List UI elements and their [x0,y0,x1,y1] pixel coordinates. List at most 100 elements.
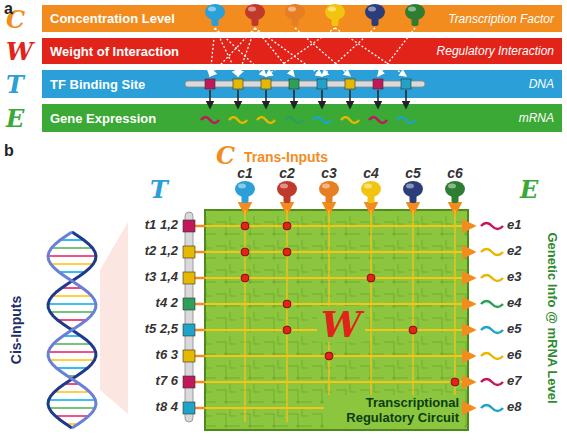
label: e6 [507,348,521,363]
binding-site [345,79,355,89]
tf-head [445,181,465,197]
label: c3 [321,165,337,181]
interaction-node [241,222,249,230]
base-pair [49,399,96,401]
output-arrow [468,355,474,358]
interaction-node [241,248,249,256]
base-pair [50,311,94,313]
binding-site [233,79,243,89]
base-pair [60,239,84,241]
binding-site [317,79,327,89]
label: e7 [507,374,521,389]
band-note: Transcription Factor [448,12,554,26]
band: CConcentration LevelTranscription Factor [42,5,562,32]
mrna-squiggle [481,249,503,255]
label: e1 [507,218,521,233]
tf-head [365,4,385,20]
tf-head [245,4,265,20]
mrna-squiggle [481,301,503,307]
interaction-node [241,274,249,282]
band-letter: E [6,104,24,133]
tf-head [361,181,381,197]
label: T [150,176,168,204]
label: t6 3 [156,348,178,363]
base-pair [51,247,92,249]
tf-head [205,4,225,20]
interaction-arrow [295,28,350,76]
binding-site [183,324,195,336]
band: TTF Binding SiteDNA [42,70,562,98]
label: c1 [237,165,253,181]
band-ground [42,104,562,132]
cis-arrow [195,329,205,332]
label: e3 [507,270,521,285]
base-pair [58,319,87,321]
tf-head [285,4,305,20]
label: e2 [507,244,521,259]
binding-site [183,350,195,362]
binding-site [183,402,195,414]
label: t1 1,2 [145,218,178,233]
output-arrow [468,225,474,228]
cis-arrow [195,251,205,254]
cis-arrow [195,355,205,358]
binding-site [261,79,271,89]
tf-shine [248,7,256,12]
band-title: TF Binding Site [50,77,145,92]
label: t2 1,2 [145,244,178,259]
tf-head [403,181,423,197]
interaction-node [283,300,291,308]
tf-shine [406,184,414,189]
binding-site [183,220,195,232]
tf-shine [238,184,246,189]
expression-arrow [209,90,211,108]
expression-arrow [377,90,379,108]
band-ground [42,5,562,32]
mrna-squiggle [229,117,247,123]
mrna-squiggle [481,223,503,229]
mrna-squiggle [257,117,275,123]
label: c4 [363,165,379,181]
base-pair [59,271,85,273]
tf-shine [368,7,376,12]
band: EGene ExpressionmRNA [42,104,562,132]
tf-shine [364,184,372,189]
tf-head [405,4,425,20]
interaction-node [283,248,291,256]
mrna-squiggle [481,327,503,333]
interaction-arrow [255,28,322,76]
helix-strand [48,232,96,428]
binding-site [183,246,195,258]
base-pair [48,303,96,305]
output-arrow [468,329,474,332]
binding-site [401,79,411,89]
binding-site [183,272,195,284]
expression-arrow [321,90,323,108]
output-arrow [468,381,474,384]
label: E [520,176,538,204]
band-note: Regulatory Interaction [437,44,554,58]
column-wire [286,210,288,422]
binding-site [183,298,195,310]
label: c5 [405,165,421,181]
tf-shine [208,7,216,12]
tf-head [325,4,345,20]
dna-rod [185,212,193,422]
base-pair [56,367,87,369]
interaction-arrow [210,28,255,76]
interaction-node [325,352,333,360]
expression-arrow [349,90,351,108]
label: a [4,0,13,18]
label: c2 [279,165,295,181]
interaction-arrow [322,28,375,76]
interaction-node [409,326,417,334]
label: C [216,142,235,170]
column-wire [412,210,414,422]
mrna-squiggle [481,379,503,385]
output-arrow [468,251,474,254]
tf-head [235,181,255,197]
band-title: Weight of Interaction [50,44,179,59]
label: Genetic Info @ mRNA Level [545,232,560,403]
cis-arrow [195,225,205,228]
